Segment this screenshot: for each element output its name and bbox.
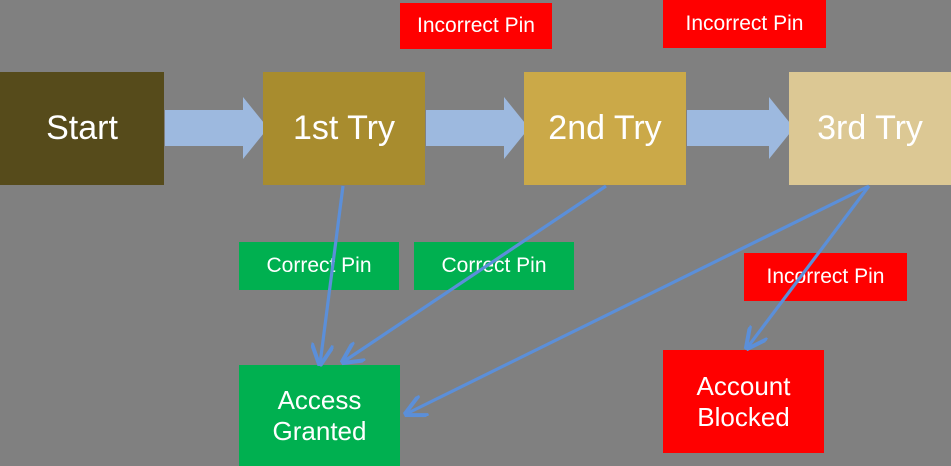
node-account-blocked[interactable]: Account Blocked xyxy=(663,350,824,453)
node-3rd-try[interactable]: 3rd Try xyxy=(789,72,951,185)
node-1st-try[interactable]: 1st Try xyxy=(263,72,425,185)
node-start[interactable]: Start xyxy=(0,72,164,185)
node-access-granted[interactable]: Access Granted xyxy=(239,365,400,466)
label-correct-pin-try2[interactable]: Correct Pin xyxy=(414,242,574,290)
label-incorrect-pin-try2-try3[interactable]: Incorrect Pin xyxy=(663,0,826,48)
block-arrow-try2-to-try3 xyxy=(687,97,794,159)
label-incorrect-pin-try3[interactable]: Incorrect Pin xyxy=(744,253,907,301)
block-arrow-start-to-try1 xyxy=(165,97,268,159)
label-correct-pin-try1[interactable]: Correct Pin xyxy=(239,242,399,290)
block-arrow-try1-to-try2 xyxy=(426,97,529,159)
node-2nd-try[interactable]: 2nd Try xyxy=(524,72,686,185)
label-incorrect-pin-try1-try2[interactable]: Incorrect Pin xyxy=(400,3,552,49)
